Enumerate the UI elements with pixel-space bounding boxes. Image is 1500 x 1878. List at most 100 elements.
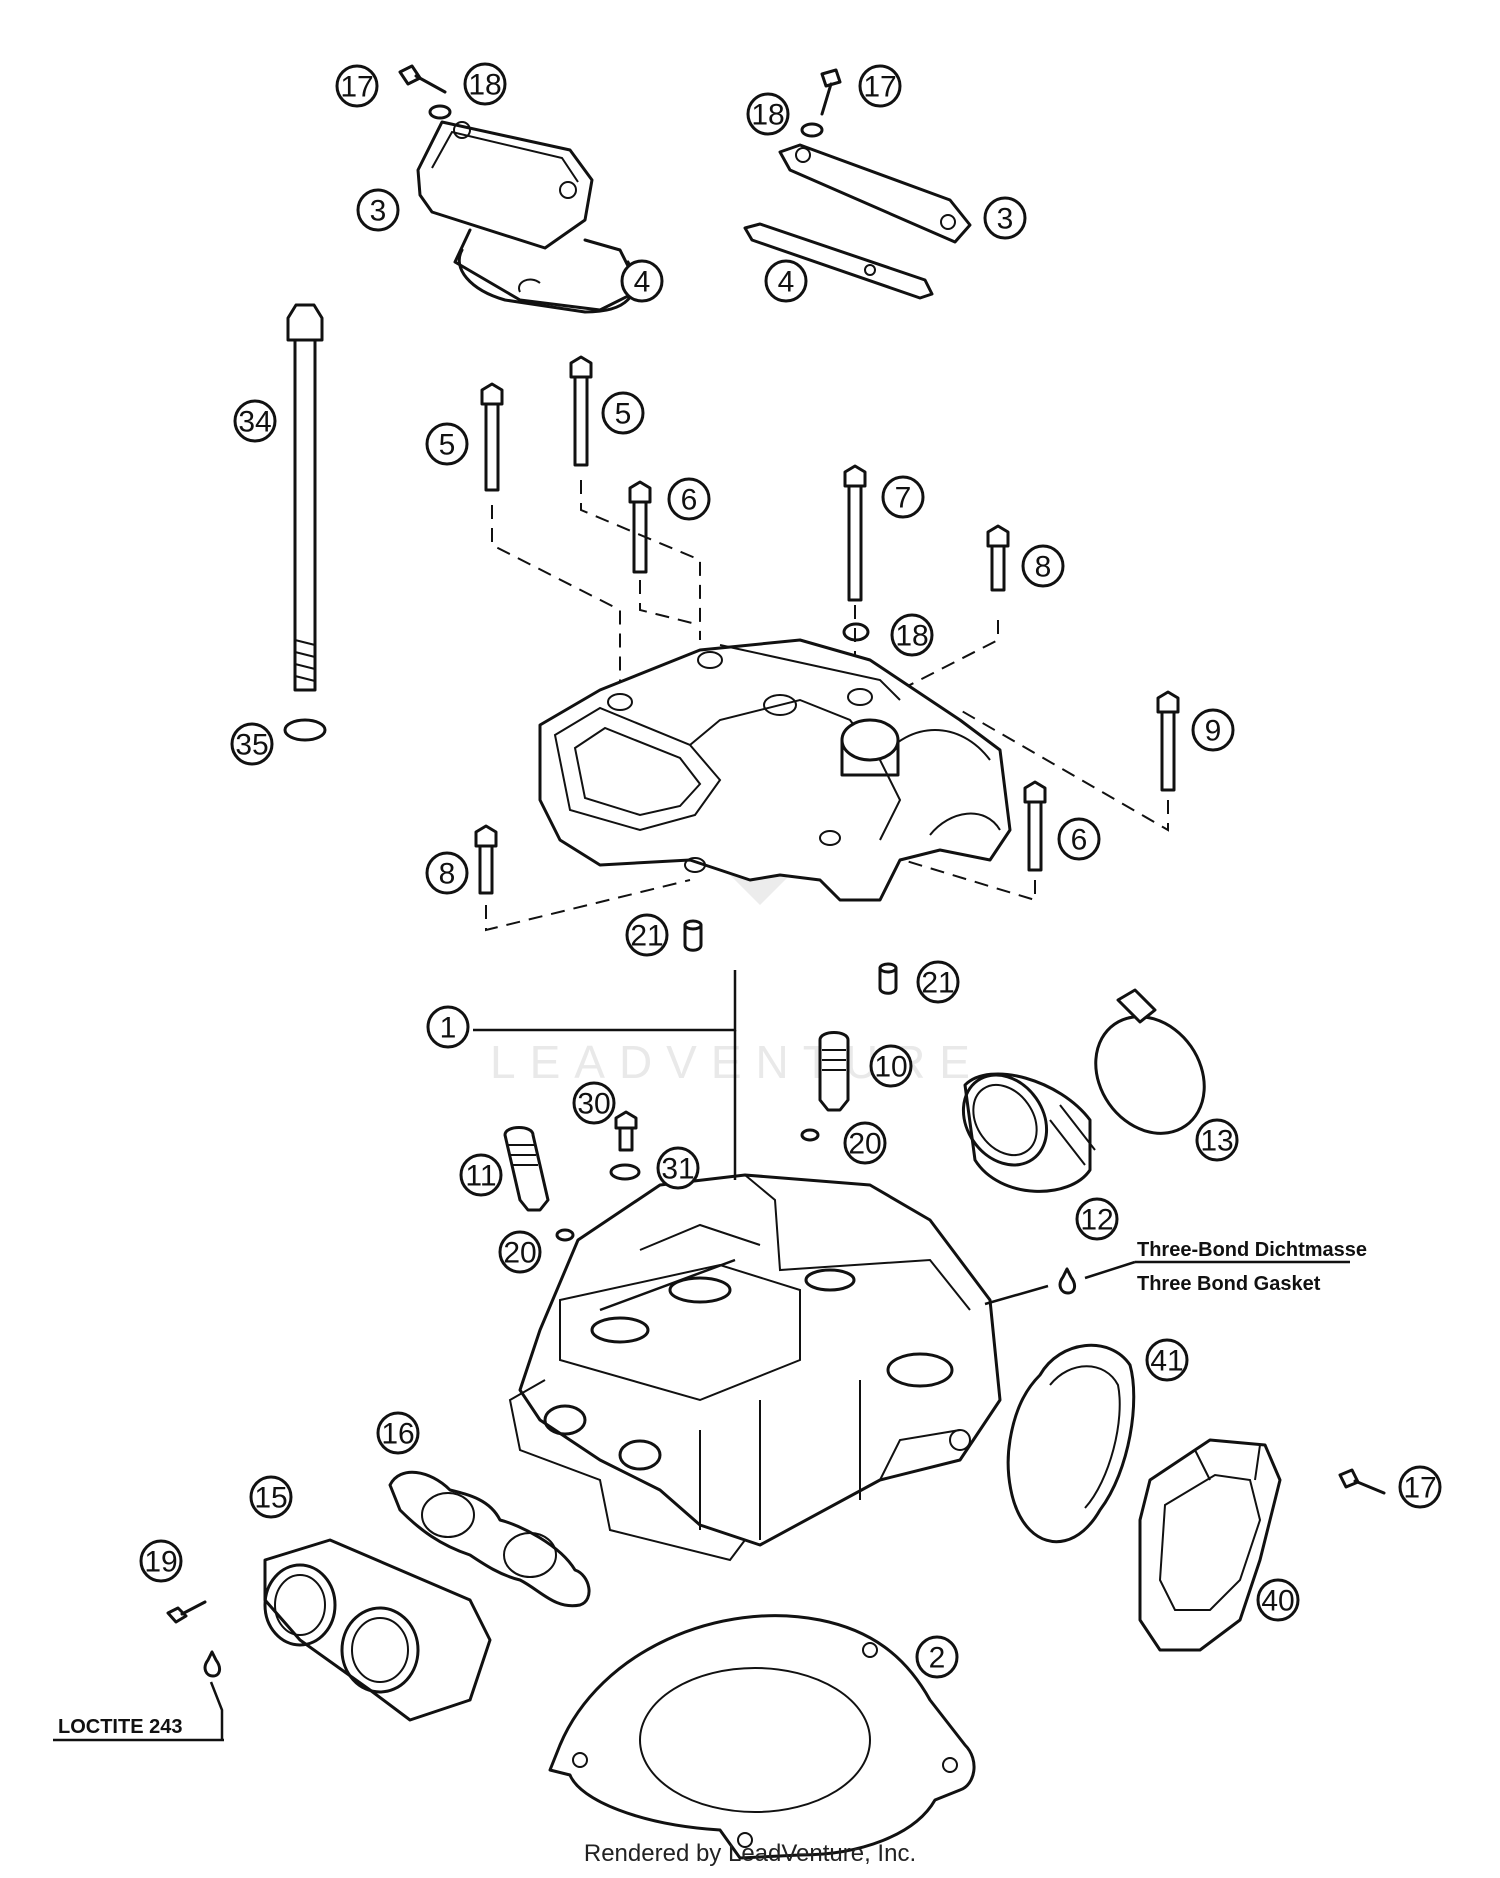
svg-text:34: 34: [238, 406, 271, 439]
washer-35: [283, 718, 327, 742]
bolt-17-top-right: [820, 68, 842, 116]
callout-30: 30: [572, 1081, 616, 1125]
side-cover-40: [1138, 1438, 1282, 1652]
svg-text:13: 13: [1200, 1125, 1233, 1158]
assembly-dashed-lines: [485, 480, 1169, 932]
svg-text:19: 19: [144, 1546, 177, 1579]
loctite-drop-icon: [203, 1650, 222, 1678]
o-ring-20-left: [555, 1228, 575, 1242]
svg-text:6: 6: [681, 484, 698, 517]
callout-12: 12: [1075, 1197, 1119, 1241]
svg-text:11: 11: [465, 1160, 496, 1193]
callout-9: 9: [1191, 708, 1235, 752]
bolt-30: [614, 1110, 638, 1152]
sealant-drop-icon: [1058, 1267, 1077, 1295]
callout-16: 16: [376, 1411, 420, 1455]
svg-text:17: 17: [340, 71, 373, 104]
svg-text:17: 17: [1403, 1472, 1436, 1505]
bolt-17-top-left: [398, 64, 447, 94]
callout-34: 34: [233, 399, 277, 443]
cylinder-head-cover: [538, 638, 1012, 902]
valve-cover-right: [778, 143, 972, 244]
valve-guide-10: [818, 1031, 850, 1112]
cylinder-head: [508, 1173, 1002, 1562]
callout-31: 31: [656, 1146, 700, 1190]
callout-40: 40: [1256, 1578, 1300, 1622]
svg-text:9: 9: [1205, 715, 1222, 748]
callout-18-top-left: 18: [463, 62, 507, 106]
svg-text:21: 21: [630, 920, 663, 953]
note-three-bond-gasket: Three Bond Gasket: [1137, 1273, 1321, 1295]
valve-cover-left: [416, 120, 642, 312]
svg-text:20: 20: [503, 1237, 536, 1270]
callout-5-right: 5: [601, 391, 645, 435]
svg-text:2: 2: [929, 1642, 946, 1675]
callout-3-right: 3: [983, 196, 1027, 240]
cover-gasket-41: [1006, 1343, 1136, 1544]
callout-15: 15: [249, 1475, 293, 1519]
svg-text:5: 5: [615, 398, 632, 431]
callout-17-right: 17: [1398, 1465, 1442, 1509]
callout-13: 13: [1195, 1118, 1239, 1162]
exhaust-flange-15: [263, 1538, 492, 1722]
svg-text:4: 4: [778, 266, 795, 299]
svg-text:17: 17: [863, 71, 896, 104]
washer-31: [609, 1163, 641, 1181]
dowel-pin-21-right: [878, 962, 898, 995]
svg-text:1: 1: [440, 1012, 457, 1045]
bolt-17-right: [1338, 1468, 1386, 1495]
long-stud-34: [286, 303, 324, 692]
callout-17-top-right: 17: [858, 64, 902, 108]
footer-credit: Rendered by LeadVenture, Inc.: [583, 1840, 917, 1867]
svg-text:21: 21: [921, 967, 954, 1000]
callout-20-left: 20: [498, 1230, 542, 1274]
gasket-right: [743, 222, 934, 300]
callout-3-left: 3: [356, 188, 400, 232]
callout-10: 10: [869, 1044, 913, 1088]
callout-2: 2: [915, 1635, 959, 1679]
svg-text:31: 31: [661, 1153, 694, 1186]
note-loctite: LOCTITE 243: [58, 1716, 182, 1738]
callout-17-top-left: 17: [335, 64, 379, 108]
cylinder-base-gasket-2: [548, 1614, 976, 1860]
valve-guide-11: [503, 1126, 550, 1212]
washer-18-left: [428, 104, 452, 120]
svg-text:8: 8: [1035, 551, 1052, 584]
callout-8-left: 8: [425, 851, 469, 895]
svg-text:18: 18: [895, 620, 928, 653]
svg-text:3: 3: [370, 195, 387, 228]
washer-18-right: [800, 122, 824, 138]
svg-text:8: 8: [439, 858, 456, 891]
o-ring-20-right: [800, 1128, 820, 1142]
callout-18-center: 18: [890, 613, 934, 657]
callout-21-right: 21: [916, 960, 960, 1004]
svg-text:3: 3: [997, 203, 1014, 236]
hose-clamp-13: [1094, 988, 1206, 1135]
callout-5-left: 5: [425, 422, 469, 466]
svg-text:7: 7: [895, 482, 912, 515]
svg-text:20: 20: [848, 1128, 881, 1161]
note-three-bond-dichtmasse: Three-Bond Dichtmasse: [1137, 1239, 1367, 1261]
callout-19: 19: [139, 1539, 183, 1583]
dowel-pin-21-left: [683, 919, 703, 952]
callout-21-left: 21: [625, 913, 669, 957]
svg-text:16: 16: [381, 1418, 414, 1451]
svg-text:15: 15: [254, 1482, 287, 1515]
callout-18-top-right: 18: [746, 92, 790, 136]
callout-7: 7: [881, 475, 925, 519]
bolt-19: [166, 1600, 207, 1624]
svg-text:18: 18: [468, 69, 501, 102]
bolt-6-right: [1023, 780, 1047, 872]
intake-boot-12: [961, 1072, 1096, 1193]
callout-11: 11: [459, 1153, 503, 1197]
svg-text:10: 10: [874, 1051, 907, 1084]
bolt-9: [1156, 690, 1180, 792]
svg-text:5: 5: [439, 429, 456, 462]
svg-text:40: 40: [1261, 1585, 1294, 1618]
exhaust-gasket-16: [388, 1470, 591, 1608]
callout-41: 41: [1145, 1338, 1189, 1382]
leader-lines: [53, 970, 1350, 1742]
callout-35: 35: [230, 722, 274, 766]
bolt-7: [843, 464, 867, 602]
